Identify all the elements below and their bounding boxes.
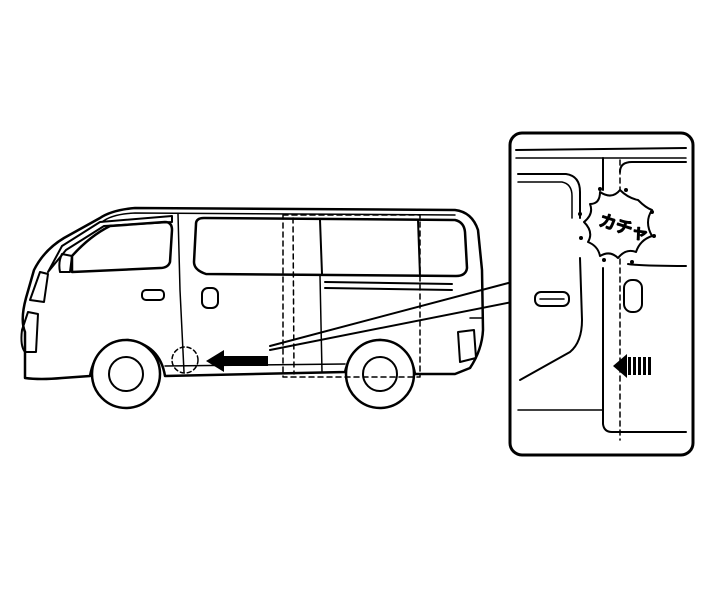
callout-leader bbox=[269, 281, 513, 351]
inset-window-frame bbox=[517, 173, 581, 219]
inset-window-frame-inner bbox=[517, 181, 573, 219]
inset-door-handle bbox=[534, 291, 570, 307]
side-mirror bbox=[58, 253, 73, 273]
detail-inset: カチャ bbox=[508, 131, 695, 457]
burst-callout-icon bbox=[578, 187, 656, 264]
front-bumper bbox=[20, 311, 39, 353]
sliding-door-open-inner bbox=[292, 217, 295, 375]
sliding-door-seam bbox=[319, 275, 323, 373]
sliding-door-handle bbox=[201, 287, 219, 309]
inset-sliding-door-handle bbox=[623, 279, 643, 313]
van-side-view bbox=[20, 206, 485, 410]
inset-rear-window bbox=[619, 161, 687, 173]
front-door-seam bbox=[177, 213, 185, 373]
tail-lamp bbox=[457, 329, 477, 363]
inset-door-seam bbox=[602, 157, 687, 433]
rear-side-window bbox=[192, 216, 469, 278]
windshield bbox=[47, 215, 173, 273]
front-side-window bbox=[70, 220, 174, 274]
inset-door-edge bbox=[519, 257, 583, 381]
slide-door-rail bbox=[324, 281, 453, 291]
sliding-door-open-outline bbox=[282, 214, 421, 378]
rear-wheel bbox=[344, 338, 416, 410]
front-door-handle bbox=[141, 289, 165, 301]
headlight bbox=[29, 271, 49, 303]
latch-location-marker bbox=[171, 346, 199, 374]
van-roof-line bbox=[101, 212, 456, 223]
inset-rear-window-lower bbox=[627, 263, 687, 267]
window-divider bbox=[319, 219, 323, 275]
front-wheel bbox=[90, 338, 162, 410]
inset-roof-line-1 bbox=[515, 147, 687, 151]
left-arrow-icon bbox=[206, 350, 268, 372]
striped-arrow-icon bbox=[613, 354, 651, 378]
